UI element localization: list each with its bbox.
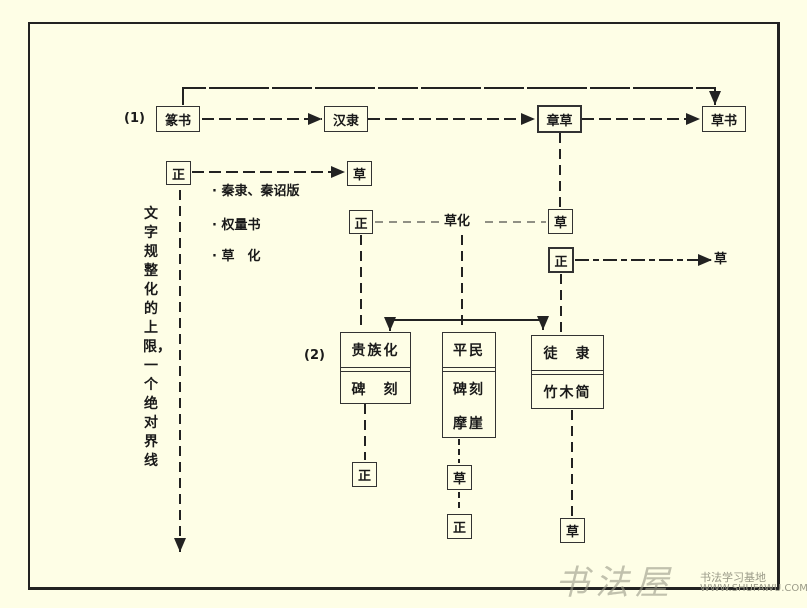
node-cao-right: 草 [714,252,728,267]
bullet-item: · 草 化 [212,249,261,264]
bracket-row2 [389,316,549,330]
node-cao-mid: 草 [548,209,573,234]
box-bottom: 碑刻 [453,382,485,398]
output-cao: 草 [560,518,585,543]
row1-label: (1) [124,111,145,126]
box-bottom: 摩崖 [453,416,485,432]
node-hanli: 汉隶 [324,106,368,132]
bullet-text: 草 化 [221,249,261,264]
caohua-label: 草化 [444,214,471,229]
watermark-url: WWW.SHUFAWU.COM [700,583,807,594]
bullet-text: 权量书 [221,218,261,233]
node-zheng-right: 正 [548,247,574,273]
node-zhuanshu: 篆书 [156,106,200,132]
bullet-item: · 权量书 [212,218,261,233]
box-bottom: 碑 刻 [351,382,400,398]
box-convict: 徒 隶 竹木简 [531,335,604,409]
box-top: 徒 隶 [543,346,592,362]
vertical-label: 文字规整化的上限，一个绝对界线 [143,206,171,469]
node-zheng-mid: 正 [349,210,373,234]
box-top: 平民 [453,343,485,359]
diagram-frame [28,22,780,590]
node-zheng-left: 正 [166,161,191,185]
node-caoshu: 草书 [702,106,746,132]
top-bracket [182,87,721,105]
box-commoner: 平民 碑刻 摩崖 [442,332,496,438]
bullet-item: · 秦隶、秦诏版 [212,184,300,199]
output-cao: 草 [447,465,472,490]
row2-label: (2) [304,348,325,363]
box-bottom: 竹木简 [543,385,592,401]
output-zheng: 正 [352,462,377,487]
output-zheng: 正 [447,514,472,539]
box-aristocratic: 贵族化 碑 刻 [340,332,411,404]
bullet-text: 秦隶、秦诏版 [221,184,300,199]
node-cao-left: 草 [347,161,372,186]
node-zhangcao: 章草 [537,105,582,133]
watermark-logo: 书法屋 [555,563,675,603]
watermark-tagline: 书法学习基地 [700,571,766,584]
box-top: 贵族化 [351,343,400,359]
